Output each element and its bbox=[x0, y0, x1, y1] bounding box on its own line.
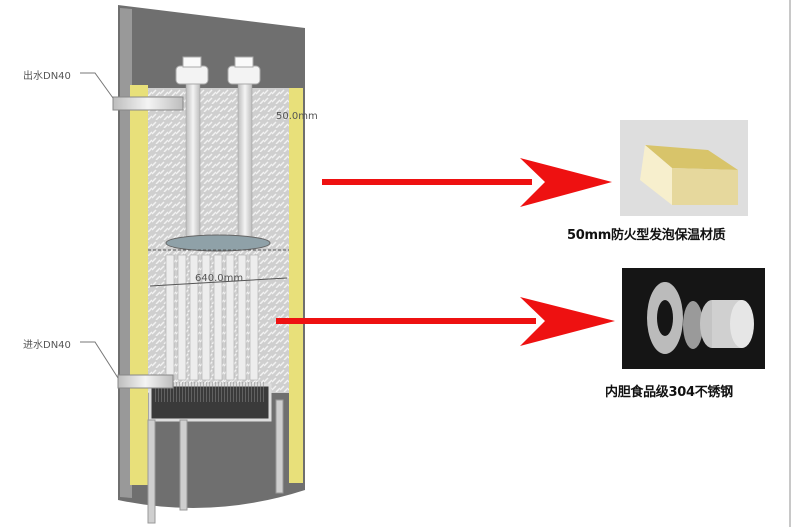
inlet-label: 进水DN40 bbox=[23, 340, 71, 351]
inlet-pipe bbox=[117, 374, 174, 389]
insulation-caption: 50mm防火型发泡保温材质 bbox=[567, 228, 726, 243]
insulation-foam-image bbox=[620, 120, 748, 216]
inner-diameter-label: 640.0mm bbox=[195, 273, 244, 284]
steel-caption: 内胆食品级304不锈钢 bbox=[605, 385, 733, 400]
baffle-disk bbox=[165, 234, 271, 252]
arrow-to-steel bbox=[276, 297, 615, 346]
insulation-left bbox=[130, 85, 148, 485]
outlet-label: 出水DN40 bbox=[23, 71, 71, 82]
frame-border bbox=[789, 0, 791, 527]
insulation-right bbox=[289, 88, 303, 483]
stainless-steel-image bbox=[622, 268, 765, 369]
outlet-pipe bbox=[112, 96, 184, 111]
insulation-thickness-label: 50.0mm bbox=[276, 111, 318, 122]
arrow-to-insulation bbox=[322, 158, 612, 207]
